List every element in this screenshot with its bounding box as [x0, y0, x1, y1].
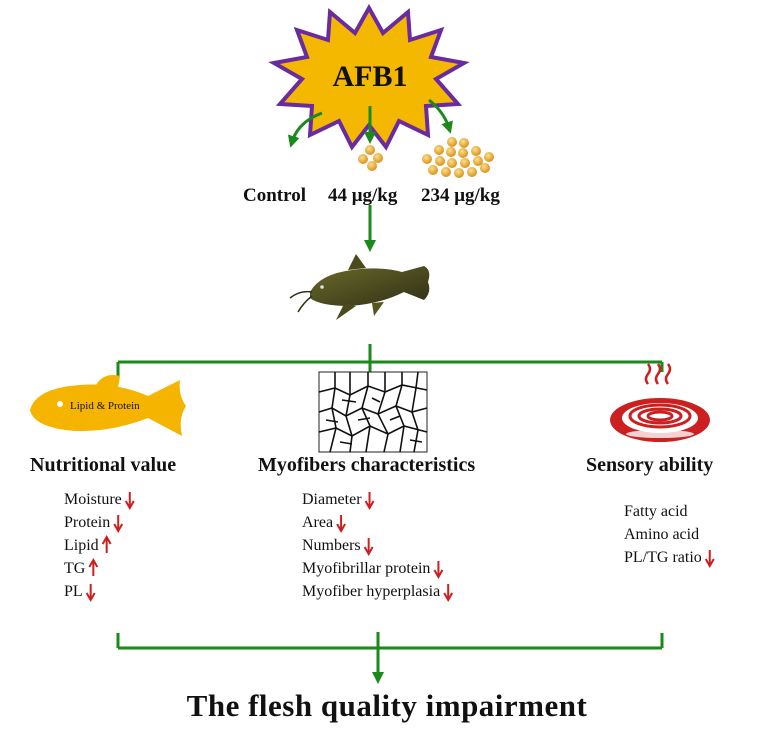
merge-connector [116, 632, 664, 684]
conclusion-title: The flesh quality impairment [186, 688, 588, 723]
pellets-high-dose [422, 137, 494, 178]
trend-down-arrow-icon [704, 550, 715, 569]
sensory-list: Fatty acid Amino acid PL/TG ratio [624, 500, 702, 569]
list-item: Protein [64, 514, 111, 531]
trend-down-arrow-icon [124, 492, 135, 511]
sensory-title: Sensory ability [586, 454, 714, 476]
steaming-dish-icon [610, 363, 710, 442]
trend-down-arrow-icon [336, 515, 346, 534]
list-item: PL/TG ratio [624, 549, 702, 566]
branch-connector [116, 344, 664, 377]
trend-down-arrow-icon [363, 538, 374, 557]
fish-icon [30, 375, 186, 436]
trend-up-arrow-icon [88, 557, 99, 576]
trend-down-arrow-icon [364, 492, 375, 511]
myofiber-list: Diameter Area Numbers Myofibrillar prote… [302, 488, 440, 603]
dose-high-label: 234 μg/kg [421, 185, 500, 206]
dose-low-label: 44 μg/kg [328, 185, 398, 206]
trend-down-arrow-icon [113, 515, 124, 534]
trend-down-arrow-icon [433, 561, 444, 580]
dose-arrows [287, 98, 453, 148]
nutritional-title: Nutritional value [30, 454, 177, 476]
list-item: Area [302, 514, 334, 531]
list-item: Diameter [302, 491, 362, 508]
pellets-low-dose [358, 145, 383, 171]
list-item: Lipid [64, 537, 99, 554]
trend-up-arrow-icon [101, 534, 112, 553]
list-item: Numbers [302, 537, 361, 554]
list-item: TG [64, 560, 86, 577]
afb1-label: AFB1 [332, 60, 408, 93]
list-item: Amino acid [624, 526, 700, 543]
catfish-image [289, 254, 430, 320]
list-item: Myofibrillar protein [302, 560, 431, 577]
trend-arrows [85, 492, 715, 603]
list-item: Fatty acid [624, 503, 688, 520]
list-item: Myofiber hyperplasia [302, 583, 441, 600]
myofiber-micrograph [318, 371, 428, 453]
dose-control-label: Control [243, 185, 306, 206]
nutritional-list: Moisture Protein Lipid TG PL [64, 488, 122, 603]
list-item: PL [64, 583, 83, 600]
trend-down-arrow-icon [443, 584, 454, 603]
fish-badge-label: Lipid & Protein [70, 400, 140, 412]
trend-down-arrow-icon [85, 584, 96, 603]
myofiber-title: Myofibers characteristics [258, 454, 476, 476]
list-item: Moisture [64, 491, 122, 508]
